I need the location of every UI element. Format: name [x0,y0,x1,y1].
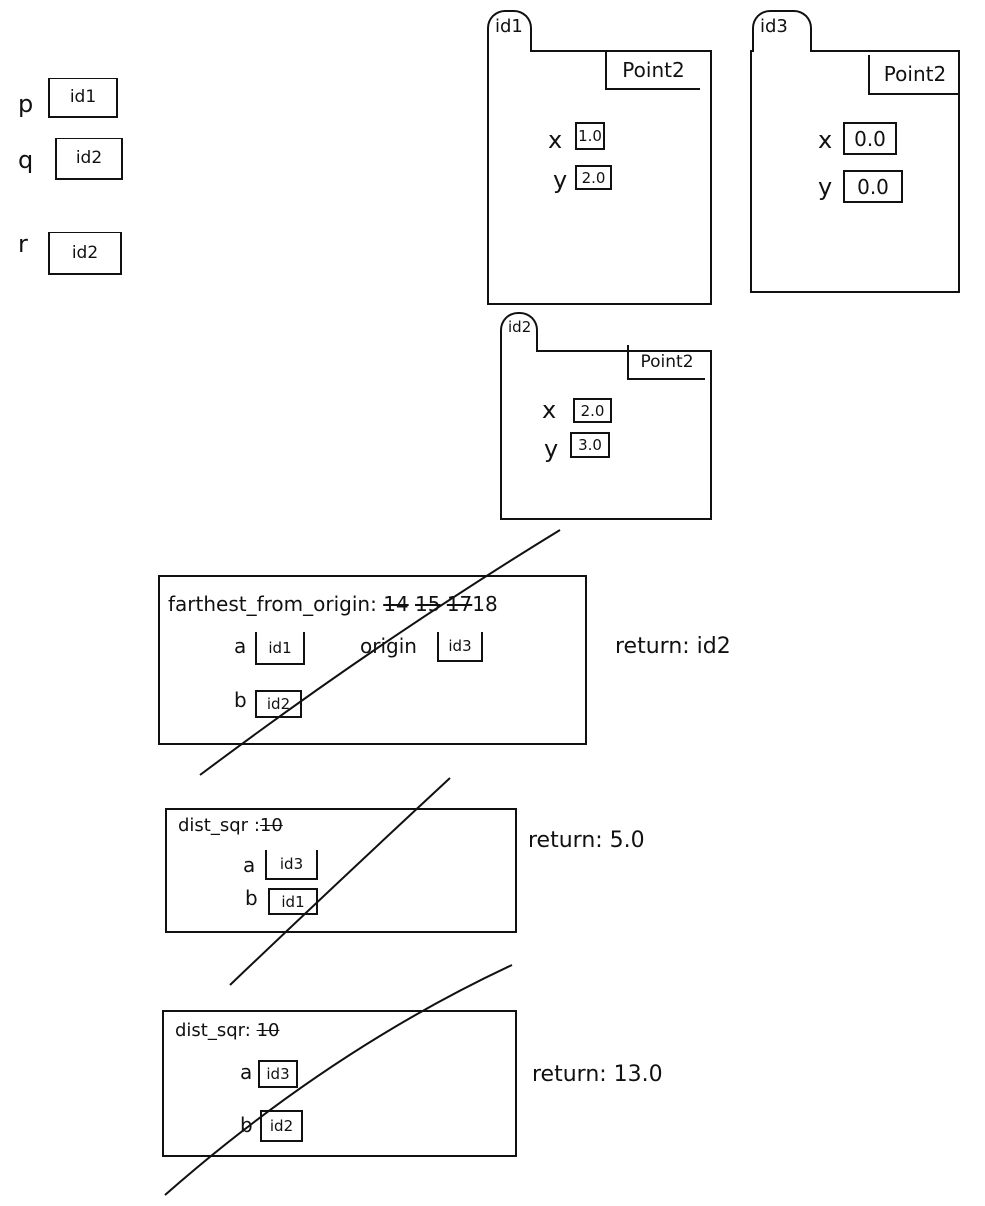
object-type: Point2 [605,52,700,90]
var-value-box: id3 [437,632,483,662]
var-value-box: id1 [255,632,305,665]
line-number-struck: 10 [259,815,283,836]
line-number-struck: 17 [446,592,473,616]
var-value-box: id3 [258,1060,298,1088]
separator: : [370,592,377,616]
attr-name-y: y [544,435,559,463]
attr-value-y: 0.0 [843,170,903,203]
object-type: Point2 [627,345,705,380]
object-type: Point2 [868,55,960,95]
var-value-box: id2 [48,232,122,275]
function-name: farthest_from_origin [168,592,371,616]
attr-value-x: 1.0 [575,122,605,150]
var-name: a [243,853,256,877]
var-value-box: id2 [260,1110,303,1142]
frame-title: farthest_from_origin: 14 15 1718 [168,592,498,616]
object-id-tab: id2 [500,312,538,352]
line-number-struck: 14 [383,592,409,616]
frame-title: dist_sqr: 10 [175,1020,279,1041]
line-number-struck: 10 [256,1020,280,1041]
attr-value-y: 3.0 [570,432,610,458]
separator: : [244,1020,251,1041]
object-id-tab: id3 [752,10,812,52]
function-name: dist_sqr [175,1020,245,1041]
object-box [487,50,712,305]
var-name: b [240,1113,253,1137]
attr-name-x: x [818,126,833,154]
var-name: p [18,90,34,118]
var-value-box: id2 [255,690,302,718]
object-box [750,50,960,293]
return-value: return: id2 [615,634,731,659]
attr-name-y: y [553,166,568,194]
line-number-struck: 15 [415,592,441,616]
frame-title: dist_sqr :10 [178,815,283,836]
attr-name-x: x [542,396,557,424]
object-box [500,350,712,520]
function-name: dist_sqr [178,815,249,836]
attr-value-x: 2.0 [573,398,612,423]
var-name: a [240,1060,253,1084]
attr-value-y: 2.0 [575,165,612,190]
object-id-tab: id1 [487,10,532,52]
var-name: origin [360,634,417,658]
var-name: b [245,886,258,910]
return-value: return: 13.0 [532,1062,663,1087]
attr-name-x: x [548,126,563,154]
var-name: b [234,688,247,712]
var-name: r [18,230,28,258]
var-name: q [18,146,34,174]
attr-value-x: 0.0 [843,122,897,155]
var-value-box: id3 [265,850,318,880]
var-value-box: id1 [268,888,318,915]
attr-name-y: y [818,173,833,201]
return-value: return: 5.0 [528,828,645,853]
line-number-current: 18 [472,592,498,616]
var-name: a [234,634,247,658]
var-value-box: id2 [55,138,123,180]
var-value-box: id1 [48,78,118,118]
